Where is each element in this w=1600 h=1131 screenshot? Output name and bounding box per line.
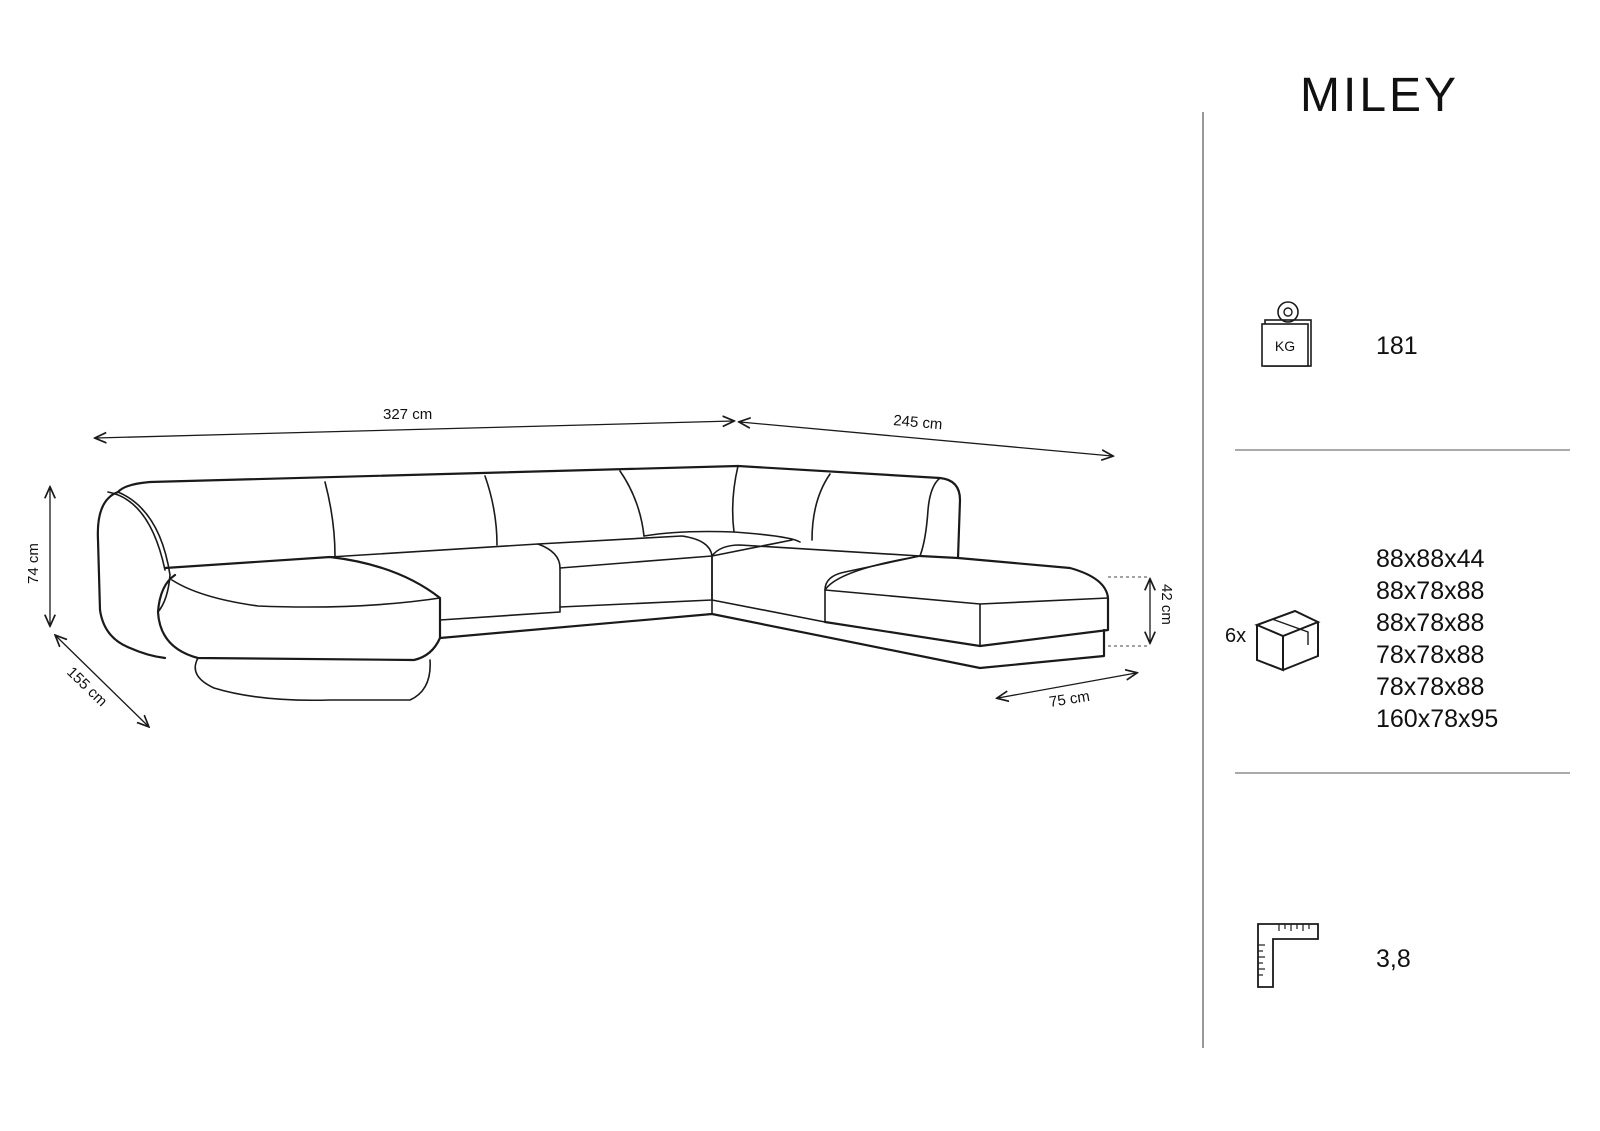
package-size-item: 88x78x88 xyxy=(1376,577,1485,605)
package-size-item: 78x78x88 xyxy=(1376,641,1485,669)
dimension-label-depth-left: 155 cm xyxy=(63,664,110,710)
package-size-item: 88x88x44 xyxy=(1376,545,1485,573)
kg-weight-icon: KG xyxy=(1261,301,1312,367)
package-size-item: 78x78x88 xyxy=(1376,673,1485,701)
dimension-label-depth-right: 75 cm xyxy=(1048,688,1091,711)
package-size-item: 160x78x95 xyxy=(1376,705,1499,733)
dimension-label-width-left: 327 cm xyxy=(383,406,432,423)
sofa-outline xyxy=(96,464,1110,702)
dimension-depth-right: 75 cm xyxy=(998,673,1136,711)
dimension-width-right: 245 cm xyxy=(740,412,1112,456)
product-title: MILEY xyxy=(1300,69,1460,122)
dimension-label-width-right: 245 cm xyxy=(893,412,943,433)
package-count: 6x xyxy=(1225,625,1247,647)
package-size-list: 88x88x44 88x78x88 88x78x88 78x78x88 78x7… xyxy=(1376,543,1498,735)
dimension-label-height: 74 cm xyxy=(25,543,42,584)
box-icon xyxy=(1254,609,1321,672)
ruler-corner-icon xyxy=(1257,923,1319,988)
kg-icon-label: KG xyxy=(1275,338,1295,354)
dimension-seat-height: 42 cm xyxy=(1108,576,1175,647)
dimension-width-left: 327 cm xyxy=(96,406,733,438)
weight-value: 181 xyxy=(1376,332,1418,360)
dimension-label-seat-height: 42 cm xyxy=(1158,584,1175,625)
dimension-height: 74 cm xyxy=(25,488,50,625)
package-size-item: 88x78x88 xyxy=(1376,609,1485,637)
volume-value: 3,8 xyxy=(1376,945,1411,973)
